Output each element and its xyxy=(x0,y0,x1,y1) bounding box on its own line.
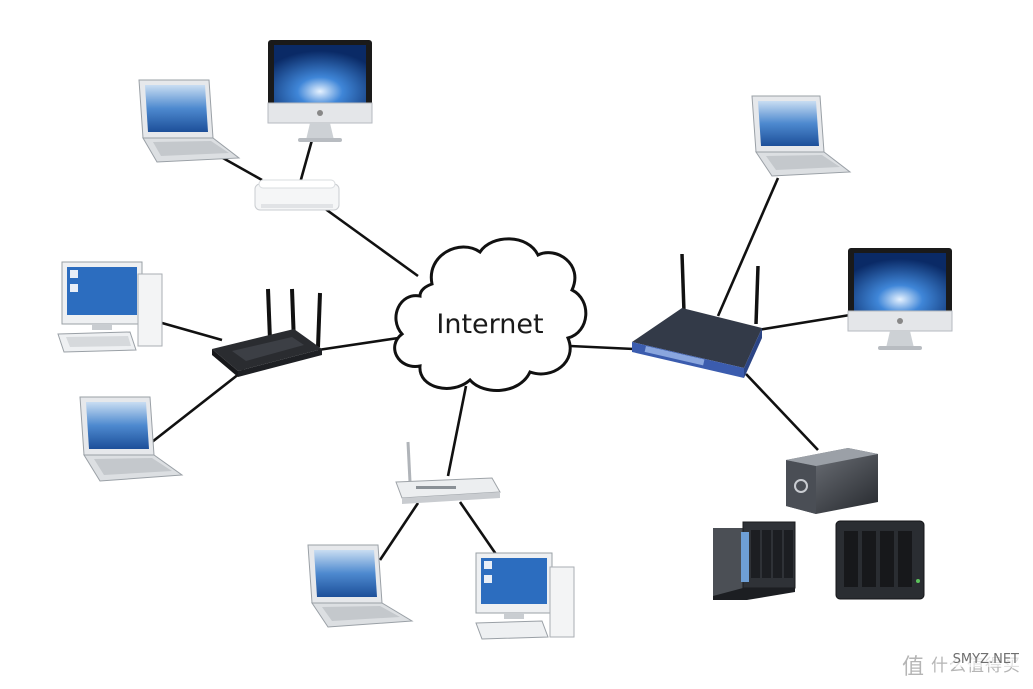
link-airport-to-internet xyxy=(323,206,419,278)
link-linksys-to-laptop xyxy=(716,177,780,317)
linksys-router xyxy=(632,253,762,378)
link-modem-to-desktop xyxy=(458,501,502,561)
nas-storage-qnap xyxy=(713,521,796,600)
network-links xyxy=(151,139,851,561)
link-linksys-to-imac xyxy=(757,313,851,332)
nas-storage-synology xyxy=(835,520,925,600)
desktop-pc-left xyxy=(57,261,163,353)
wifi-modem-bottom xyxy=(395,441,501,504)
link-laptop-to-router xyxy=(151,368,245,444)
internet-label: Internet xyxy=(436,309,543,340)
watermark-english-text: SMYZ.NET xyxy=(950,652,1021,667)
laptop-left-lower xyxy=(79,396,184,482)
watermark-logo-icon: 值 xyxy=(901,655,925,680)
laptop-top-left xyxy=(138,79,241,163)
link-desktop-to-router xyxy=(161,321,223,342)
laptop-right-top xyxy=(751,95,852,177)
link-imac-to-airport xyxy=(298,139,314,184)
nas-storage-single xyxy=(786,448,878,514)
laptop-bottom xyxy=(307,544,414,628)
imac-right xyxy=(847,248,953,350)
watermark: 值什么值得买 SMYZ.NET xyxy=(902,649,1021,681)
link-internet-to-linksys xyxy=(569,344,635,351)
link-linksys-to-nas xyxy=(745,373,819,451)
link-modem-to-laptop xyxy=(378,502,420,561)
internet-cloud: Internet xyxy=(393,237,588,392)
link-internet-to-modem xyxy=(446,385,468,477)
airport-base-station xyxy=(254,179,340,211)
asus-router xyxy=(212,288,322,377)
desktop-pc-bottom xyxy=(475,552,575,640)
imac-top xyxy=(267,40,373,142)
